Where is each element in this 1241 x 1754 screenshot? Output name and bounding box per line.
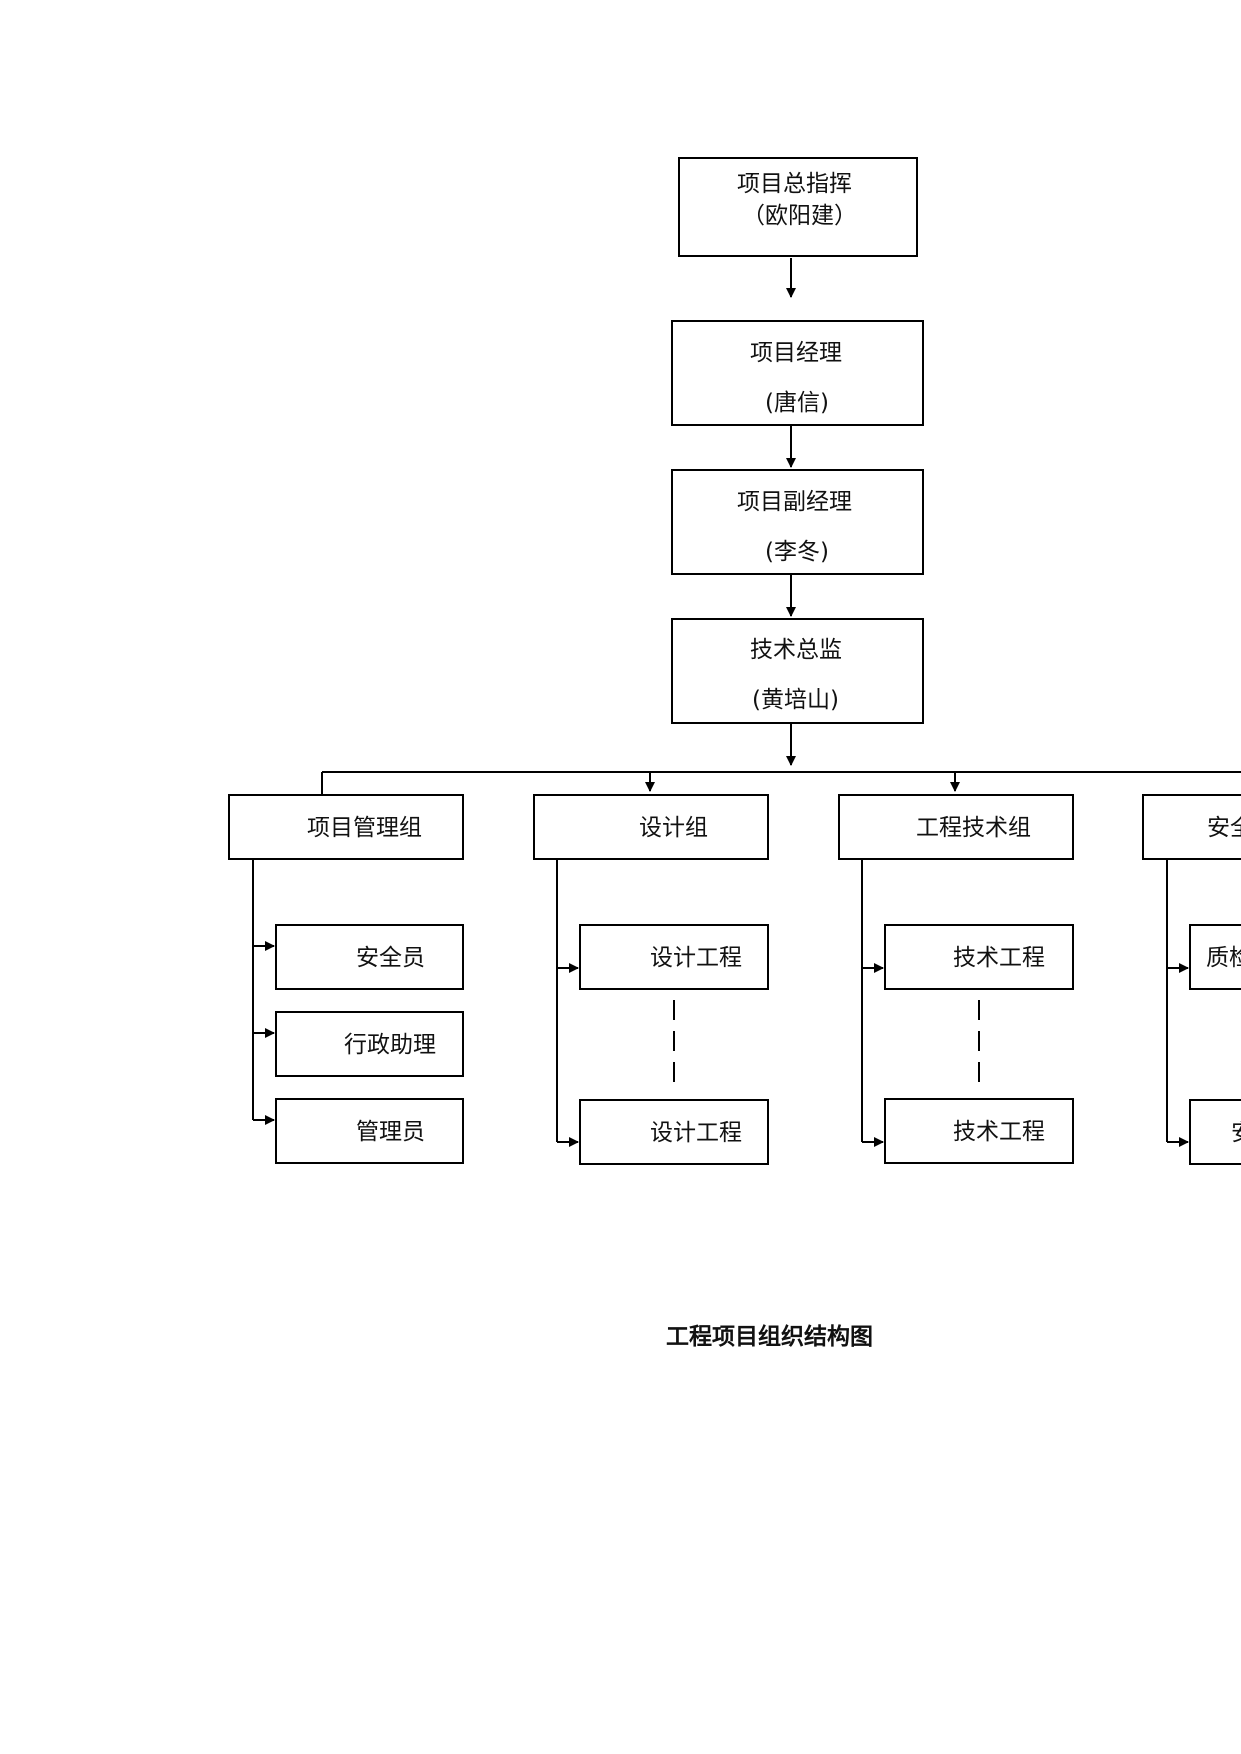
member-label-tech-eng-2: 技术工程: [953, 1119, 1045, 1145]
member-label-tech-eng-1: 技术工程: [953, 945, 1045, 971]
deputy-manager-title: 项目副经理: [737, 489, 852, 515]
deputy-manager-name: (李冬): [765, 539, 829, 565]
member-label-safety-2: 安: [1231, 1122, 1241, 1145]
group-box-management: 项目管理组: [228, 794, 464, 860]
deputy-manager-box: 项目副经理 (李冬): [671, 469, 924, 575]
member-box-quality: 质检: [1189, 924, 1241, 990]
group-box-design: 设计组: [533, 794, 769, 860]
member-box-safety-2: 安: [1189, 1099, 1241, 1165]
project-manager-box: 项目经理 (唐信): [671, 320, 924, 426]
commander-box: 项目总指挥 （欧阳建）: [678, 157, 918, 257]
member-label-admin-assistant: 行政助理: [344, 1032, 436, 1058]
member-label-administrator: 管理员: [356, 1119, 425, 1145]
member-box-design-eng-2: 设计工程: [579, 1099, 769, 1165]
commander-title: 项目总指挥: [737, 171, 852, 197]
member-label-design-eng-2: 设计工程: [650, 1120, 742, 1146]
member-box-admin-assistant: 行政助理: [275, 1011, 464, 1077]
member-box-tech-eng-1: 技术工程: [884, 924, 1074, 990]
group-label-management: 项目管理组: [307, 815, 422, 841]
group-label-design: 设计组: [639, 815, 708, 841]
member-box-administrator: 管理员: [275, 1098, 464, 1164]
group-box-engineering: 工程技术组: [838, 794, 1074, 860]
tech-director-name: (黄培山): [752, 687, 839, 713]
commander-name: （欧阳建）: [742, 203, 857, 229]
group-label-safety: 安全: [1207, 815, 1241, 841]
member-label-design-eng-1: 设计工程: [650, 945, 742, 971]
member-box-tech-eng-2: 技术工程: [884, 1098, 1074, 1164]
project-manager-title: 项目经理: [750, 340, 842, 366]
diagram-caption: 工程项目组织结构图: [666, 1324, 873, 1350]
project-manager-name: (唐信): [765, 390, 829, 416]
member-label-quality: 质检: [1206, 945, 1241, 971]
member-label-safety-officer: 安全员: [356, 945, 425, 971]
group-label-engineering: 工程技术组: [916, 815, 1031, 841]
group-box-safety: 安全: [1142, 794, 1241, 860]
member-box-safety-officer: 安全员: [275, 924, 464, 990]
tech-director-box: 技术总监 (黄培山): [671, 618, 924, 724]
tech-director-title: 技术总监: [750, 637, 842, 663]
member-box-design-eng-1: 设计工程: [579, 924, 769, 990]
